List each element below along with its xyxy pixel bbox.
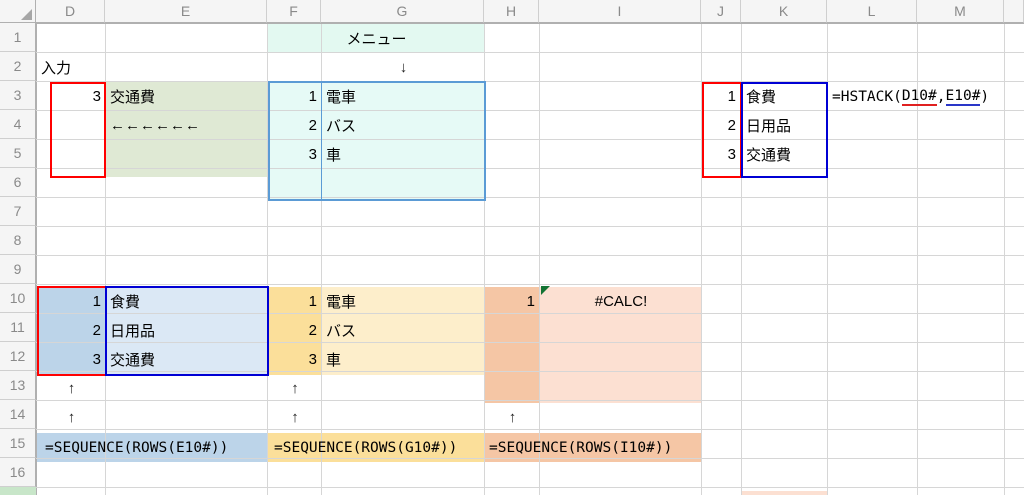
cell-spill-expense-num-3[interactable]: 3	[92, 351, 101, 368]
cell-menu-label-1[interactable]: 電車	[326, 89, 357, 106]
column-header-M[interactable]: M	[917, 0, 1004, 23]
cell-input-value[interactable]: 3	[92, 88, 101, 105]
cell-formula-g[interactable]: =SEQUENCE(ROWS(G10#))	[274, 439, 458, 456]
row-header-12[interactable]: 12	[0, 342, 36, 371]
row-header-15[interactable]: 15	[0, 429, 36, 458]
fill-formula-g	[268, 433, 485, 462]
column-header-G[interactable]: G	[321, 0, 484, 23]
hstack-arg2-ref: E10#	[945, 87, 981, 106]
cell-uparrow-d13[interactable]: ↑	[67, 380, 76, 397]
cell-hstack-num-1[interactable]: 1	[727, 88, 736, 105]
cell-uparrow-h14[interactable]: ↑	[508, 409, 517, 426]
cell-spill-expense-label-1[interactable]: 食費	[110, 294, 141, 311]
row-header-3[interactable]: 3	[0, 81, 36, 110]
cell-uparrow-d14[interactable]: ↑	[67, 409, 76, 426]
cell-spill-transport-num-1[interactable]: 1	[308, 293, 317, 310]
hstack-arg1-ref: D10#	[901, 87, 937, 106]
fill-spill-expense	[106, 287, 268, 375]
cell-hstack-label-2[interactable]: 日用品	[746, 118, 792, 135]
fill-spill-transport	[322, 287, 485, 375]
row-header-1[interactable]: 1	[0, 23, 36, 52]
row-header-16[interactable]: 16	[0, 458, 36, 487]
cell-spill-expense-label-3[interactable]: 交通費	[110, 352, 156, 369]
fill-formula-i	[485, 433, 702, 462]
row-header-13[interactable]: 13	[0, 371, 36, 400]
fill-input-result	[106, 82, 268, 177]
hstack-suffix: )	[980, 88, 990, 105]
cell-calc-num[interactable]: 1	[526, 293, 535, 310]
column-header-K[interactable]: K	[741, 0, 827, 23]
cell-left-arrows[interactable]: ←←←←←←	[110, 117, 200, 134]
cell-menu-label-3[interactable]: 車	[326, 147, 342, 164]
cell-menu-num-1[interactable]: 1	[308, 88, 317, 105]
row-header-11[interactable]: 11	[0, 313, 36, 342]
cell-hstack-num-2[interactable]: 2	[727, 117, 736, 134]
cell-spill-transport-num-2[interactable]: 2	[308, 322, 317, 339]
cell-calc-error[interactable]: #CALC!	[594, 293, 648, 310]
fill-spill-calc	[540, 287, 702, 403]
cell-hstack-label-1[interactable]: 食費	[746, 89, 777, 106]
error-indicator-icon	[541, 286, 550, 295]
cell-uparrow-f13[interactable]: ↑	[291, 380, 299, 397]
column-header-H[interactable]: H	[484, 0, 539, 23]
fill-spill-index-transport	[268, 287, 322, 375]
cell-spill-transport-label-1[interactable]: 電車	[326, 294, 357, 311]
cell-spill-transport-label-2[interactable]: バス	[326, 323, 357, 340]
hstack-comma: ,	[936, 88, 946, 105]
row-header-4[interactable]: 4	[0, 110, 36, 139]
row-header-7[interactable]: 7	[0, 197, 36, 226]
cell-input-label[interactable]: 入力	[41, 60, 72, 77]
fill-menu-title	[268, 24, 485, 53]
row-header-14[interactable]: 14	[0, 400, 36, 429]
cell-menu-arrow[interactable]: ↓	[399, 59, 408, 76]
column-header-E[interactable]: E	[105, 0, 267, 23]
fill-formula-e	[37, 433, 268, 462]
cell-menu-label-2[interactable]: バス	[326, 118, 357, 135]
column-header-L[interactable]: L	[827, 0, 917, 23]
column-header-F[interactable]: F	[267, 0, 321, 23]
column-header-I[interactable]: I	[539, 0, 701, 23]
cell-spill-expense-num-1[interactable]: 1	[92, 293, 101, 310]
column-header-N[interactable]	[1004, 0, 1024, 23]
cell-hstack-formula[interactable]: =HSTACK(D10#,E10#)	[828, 82, 1024, 111]
row-header-2[interactable]: 2	[0, 52, 36, 81]
row-header-8[interactable]: 8	[0, 226, 36, 255]
cell-spill-transport-num-3[interactable]: 3	[308, 351, 317, 368]
cell-formula-e[interactable]: =SEQUENCE(ROWS(E10#))	[45, 439, 229, 456]
cell-spill-expense-num-2[interactable]: 2	[92, 322, 101, 339]
row-header-10[interactable]: 10	[0, 284, 36, 313]
select-all-corner[interactable]	[0, 0, 36, 23]
fill-spill-index-expense	[37, 287, 106, 375]
cell-menu-num-3[interactable]: 3	[308, 146, 317, 163]
column-header-D[interactable]: D	[36, 0, 105, 23]
hstack-prefix: =HSTACK(	[832, 88, 902, 105]
cell-input-result[interactable]: 交通費	[110, 89, 156, 106]
cell-formula-i[interactable]: =SEQUENCE(ROWS(I10#))	[489, 439, 673, 456]
cell-menu-title[interactable]: メニュー	[346, 31, 407, 48]
cell-uparrow-f14[interactable]: ↑	[291, 409, 299, 426]
cell-menu-num-2[interactable]: 2	[308, 117, 317, 134]
row-header-9[interactable]: 9	[0, 255, 36, 284]
fill-menu-list	[268, 82, 485, 201]
cell-spill-transport-label-3[interactable]: 車	[326, 352, 342, 369]
cell-hstack-label-3[interactable]: 交通費	[746, 147, 792, 164]
fill-spill-index-calc	[485, 287, 540, 403]
cell-spill-expense-label-2[interactable]: 日用品	[110, 323, 156, 340]
fill-partial-row17	[742, 491, 828, 495]
column-header-J[interactable]: J	[701, 0, 741, 23]
cell-hstack-num-3[interactable]: 3	[727, 146, 736, 163]
sheet-bottom-marker	[0, 487, 36, 495]
row-header-5[interactable]: 5	[0, 139, 36, 168]
row-header-6[interactable]: 6	[0, 168, 36, 197]
